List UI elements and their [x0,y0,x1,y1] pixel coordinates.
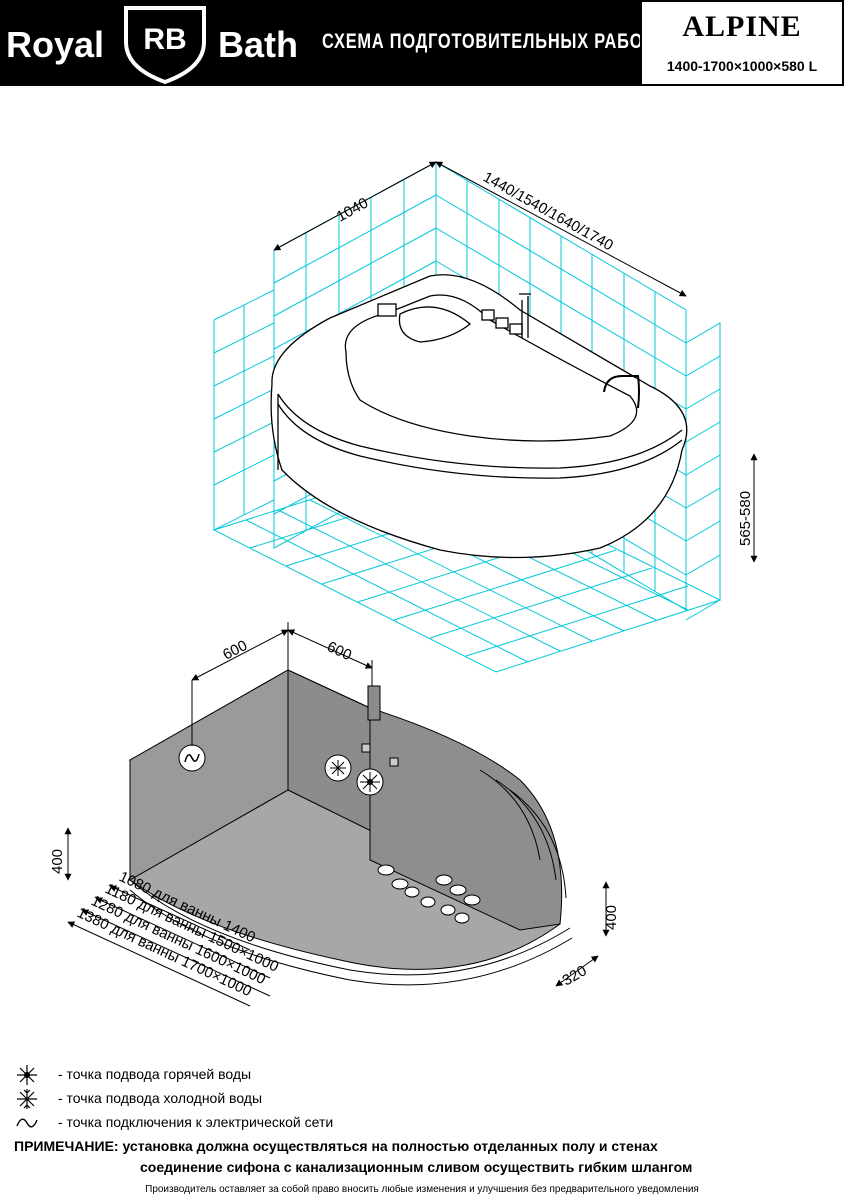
hot-water-icon [17,1065,37,1085]
model-box: ALPINE 1400-1700×1000×580 L [640,0,844,86]
dim-right-height: 400 [603,905,620,930]
cold-water-icon [17,1089,37,1109]
top-dimensions [273,161,758,563]
dim-left-height: 400 [49,849,66,874]
dim-width: 1040 [334,194,371,225]
electric-point [178,744,206,772]
model-dims: 1400-1700×1000×580 L [666,58,818,74]
legend-text-cold: - точка подвода холодной воды [58,1090,263,1106]
note-line2: соединение сифона с канализационным слив… [140,1159,693,1175]
header: Royal RB Bath СХЕМА ПОДГОТОВИТЕЛЬНЫХ РАБ… [0,0,844,86]
page-title: СХЕМА ПОДГОТОВИТЕЛЬНЫХ РАБОТ [322,30,655,53]
bottom-dimensions [64,622,610,1007]
brand-shield-icon: RB [124,6,206,84]
dim-length: 1440/1540/1640/1740 [480,169,616,255]
bathtub [270,274,688,559]
dim-a: 600 [220,637,250,664]
brand-royal: Royal [6,24,105,65]
brand-badge: RB [143,23,186,56]
dim-b: 600 [324,638,354,664]
dim-depth: 320 [560,962,590,989]
legend-text-hot: - точка подвода горячей воды [58,1066,252,1082]
electric-icon [16,1118,38,1128]
legend-text-electric: - точка подключения к электрической сети [58,1114,334,1130]
drain-fittings [377,864,481,924]
hot-water-point [356,757,399,796]
brand-bath: Bath [218,24,298,65]
installation-drawing: 1040 1440/1540/1640/1740 565-580 [49,161,758,1007]
dim-height: 565-580 [737,491,754,546]
model-name: ALPINE [682,10,802,43]
footer-disclaimer: Производитель оставляет за собой право в… [145,1184,699,1195]
note: ПРИМЕЧАНИЕ: установка должна осуществлят… [14,1138,658,1154]
cold-water-point [324,743,371,782]
header-brand-bar: Royal RB Bath СХЕМА ПОДГОТОВИТЕЛЬНЫХ РАБ… [0,0,653,86]
note-label: ПРИМЕЧАНИЕ: [14,1138,119,1154]
underside [128,669,573,986]
note-line1: установка должна осуществляться на полно… [122,1138,658,1154]
